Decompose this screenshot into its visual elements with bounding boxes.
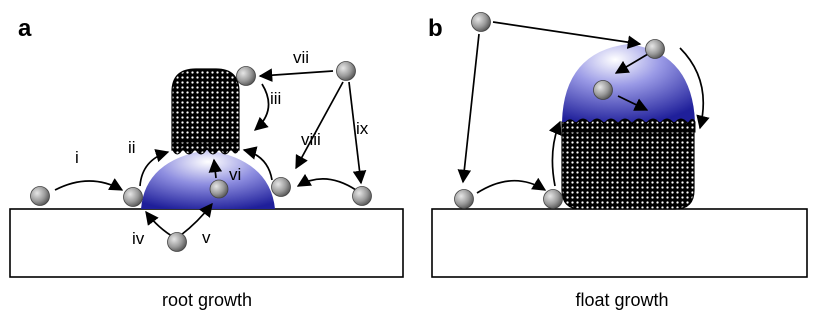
step-label-ii: ii	[128, 138, 136, 157]
atom	[645, 39, 665, 59]
step-label-vi: vi	[229, 165, 241, 184]
step-label-iv: iv	[132, 229, 145, 248]
panel-b-caption: float growth	[575, 290, 668, 310]
step-label-vii: vii	[293, 48, 309, 67]
catalyst-particle-a	[141, 150, 275, 209]
panel-b-label: b	[428, 15, 443, 42]
panel-a-label: a	[18, 15, 32, 42]
step-labels-a: i ii iii iv v vi vii viii ix	[75, 48, 369, 248]
atom	[471, 12, 491, 32]
substrate-a	[9, 208, 404, 278]
arrows-b	[457, 21, 710, 194]
atoms-a	[30, 61, 372, 252]
atom	[543, 189, 563, 209]
substrate-b	[431, 208, 808, 278]
carbon-interface-b	[561, 118, 696, 133]
carbon-deposit-b	[561, 121, 695, 210]
atom	[593, 80, 613, 100]
step-label-v: v	[202, 228, 211, 247]
step-label-i: i	[75, 148, 79, 167]
atom	[167, 232, 187, 252]
catalyst-particle-b	[562, 44, 695, 122]
atom	[209, 179, 229, 199]
panel-a: a	[9, 15, 404, 310]
atom	[236, 66, 256, 86]
step-label-viii: viii	[301, 130, 321, 149]
panel-a-caption: root growth	[162, 290, 252, 310]
step-label-iii: iii	[270, 89, 281, 108]
step-label-ix: ix	[356, 119, 369, 138]
atom	[454, 189, 474, 209]
atoms-b	[454, 12, 665, 209]
carbon-deposit-a	[171, 68, 240, 151]
carbon-interface-a	[171, 141, 240, 155]
atom	[336, 61, 356, 81]
atom	[352, 186, 372, 206]
atom	[123, 187, 143, 207]
atom	[271, 177, 291, 197]
atom	[30, 186, 50, 206]
panel-b: b float growth	[428, 12, 808, 310]
